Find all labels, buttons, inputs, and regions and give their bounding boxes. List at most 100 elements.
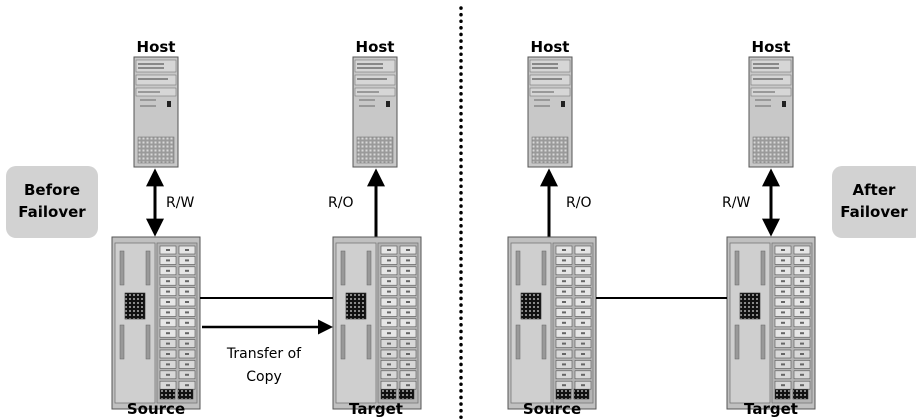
host-left-label: Host [137,38,176,56]
drive-bay-handle [800,363,804,366]
drive-bay-handle [781,249,785,251]
drive-bay-handle [406,342,410,345]
drive-bay-handle [185,384,189,387]
drive-bay-handle [185,269,189,272]
drive-bay-handle [581,384,585,387]
drive-bay-handle [185,373,189,376]
state-badge-line1: Before [24,181,80,199]
link-left-label: R/O [566,195,591,211]
drive-bay-handle [581,301,585,303]
storage-left-label: Source [523,400,581,418]
state-badge-line2: Failover [840,203,908,221]
drive-bay-handle [781,353,785,355]
server-tower-icon [527,56,573,168]
host-left-label: Host [531,38,570,56]
drive-bay-handle [185,280,189,283]
link-right-label: R/O [328,195,353,211]
drive-bay-handle [800,259,804,262]
drive-bay-handle [581,249,585,251]
drive-bay-handle [185,290,189,293]
drive-bay-handle [800,353,804,355]
drive-bay-handle [581,280,585,283]
state-badge-line1: After [853,181,896,199]
storage-right-label: Target [744,400,798,418]
drive-bay-handle [800,249,804,251]
drive-bay-handle [800,290,804,293]
drive-bay-handle [406,249,410,251]
drive-bay-handle [185,332,189,335]
drive-bay-handle [581,321,585,324]
drive-bay-handle [387,321,391,324]
drive-bay-handle [406,363,410,366]
drive-bay-handle [166,342,170,345]
drive-bay-handle [581,290,585,293]
drive-bay-handle [406,332,410,335]
drive-bay-handle [387,269,391,272]
drive-bay-handle [166,353,170,355]
server-tower-icon [748,56,794,168]
drive-bay-handle [166,290,170,293]
drive-bay-handle [406,280,410,283]
drive-bay-handle [562,259,566,262]
drive-bay-handle [185,249,189,251]
drive-bay-handle [166,259,170,262]
array-bays-left [380,245,417,390]
drive-bay-handle [781,290,785,293]
drive-bay-handle [387,363,391,366]
drive-bay-handle [562,373,566,376]
host-right-label: Host [752,38,791,56]
drive-bay-handle [800,321,804,324]
drive-bay-handle [562,301,566,303]
drive-bay-handle [406,290,410,293]
right-panel: Host Host After Failover R/O R/W Source … [507,38,916,418]
drive-bay-handle [781,384,785,387]
drive-bay-handle [185,311,189,314]
drive-bay-handle [406,269,410,272]
drive-bay-handle [562,280,566,283]
drive-bay-handle [562,290,566,293]
drive-bay-handle [562,342,566,345]
drive-bay-handle [185,363,189,366]
drive-bay-handle [562,363,566,366]
state-badge-after: After Failover [832,166,916,238]
drive-bay-handle [166,301,170,303]
drive-bay-handle [800,311,804,314]
drive-bay-handle [781,269,785,272]
drive-bay-handle [781,373,785,376]
drive-bay-handle [581,259,585,262]
drive-bay-handle [562,269,566,272]
drive-bay-handle [166,332,170,335]
drive-bay-handle [406,384,410,387]
drive-bay-handle [387,332,391,335]
drive-bay-handle [406,353,410,355]
drive-bay-handle [800,332,804,335]
drive-bay-handle [387,301,391,303]
drive-bay-handle [387,353,391,355]
drive-bay-handle [800,373,804,376]
drive-bay-handle [581,269,585,272]
drive-bay-handle [581,373,585,376]
drive-bay-handle [406,373,410,376]
server-tower-icon [352,56,398,168]
drive-bay-handle [781,301,785,303]
drive-bay-handle [166,249,170,251]
link-right-label: R/W [722,195,750,211]
drive-bay-handle [406,259,410,262]
drive-bay-handle [387,259,391,262]
host-right-label: Host [356,38,395,56]
state-badge-before: Before Failover [6,166,98,238]
drive-bay-handle [562,249,566,251]
drive-bay-handle [781,321,785,324]
drive-bay-handle [406,301,410,303]
drive-bay-handle [581,342,585,345]
drive-bay-handle [166,269,170,272]
drive-bay-handle [387,342,391,345]
drive-bay-handle [166,373,170,376]
drive-bay-handle [781,280,785,283]
left-panel: Host Host Before Failover R/W R/O Transf… [6,38,422,418]
drive-bay-handle [781,311,785,314]
drive-bay-handle [185,259,189,262]
drive-bay-handle [581,363,585,366]
drive-bay-handle [387,311,391,314]
